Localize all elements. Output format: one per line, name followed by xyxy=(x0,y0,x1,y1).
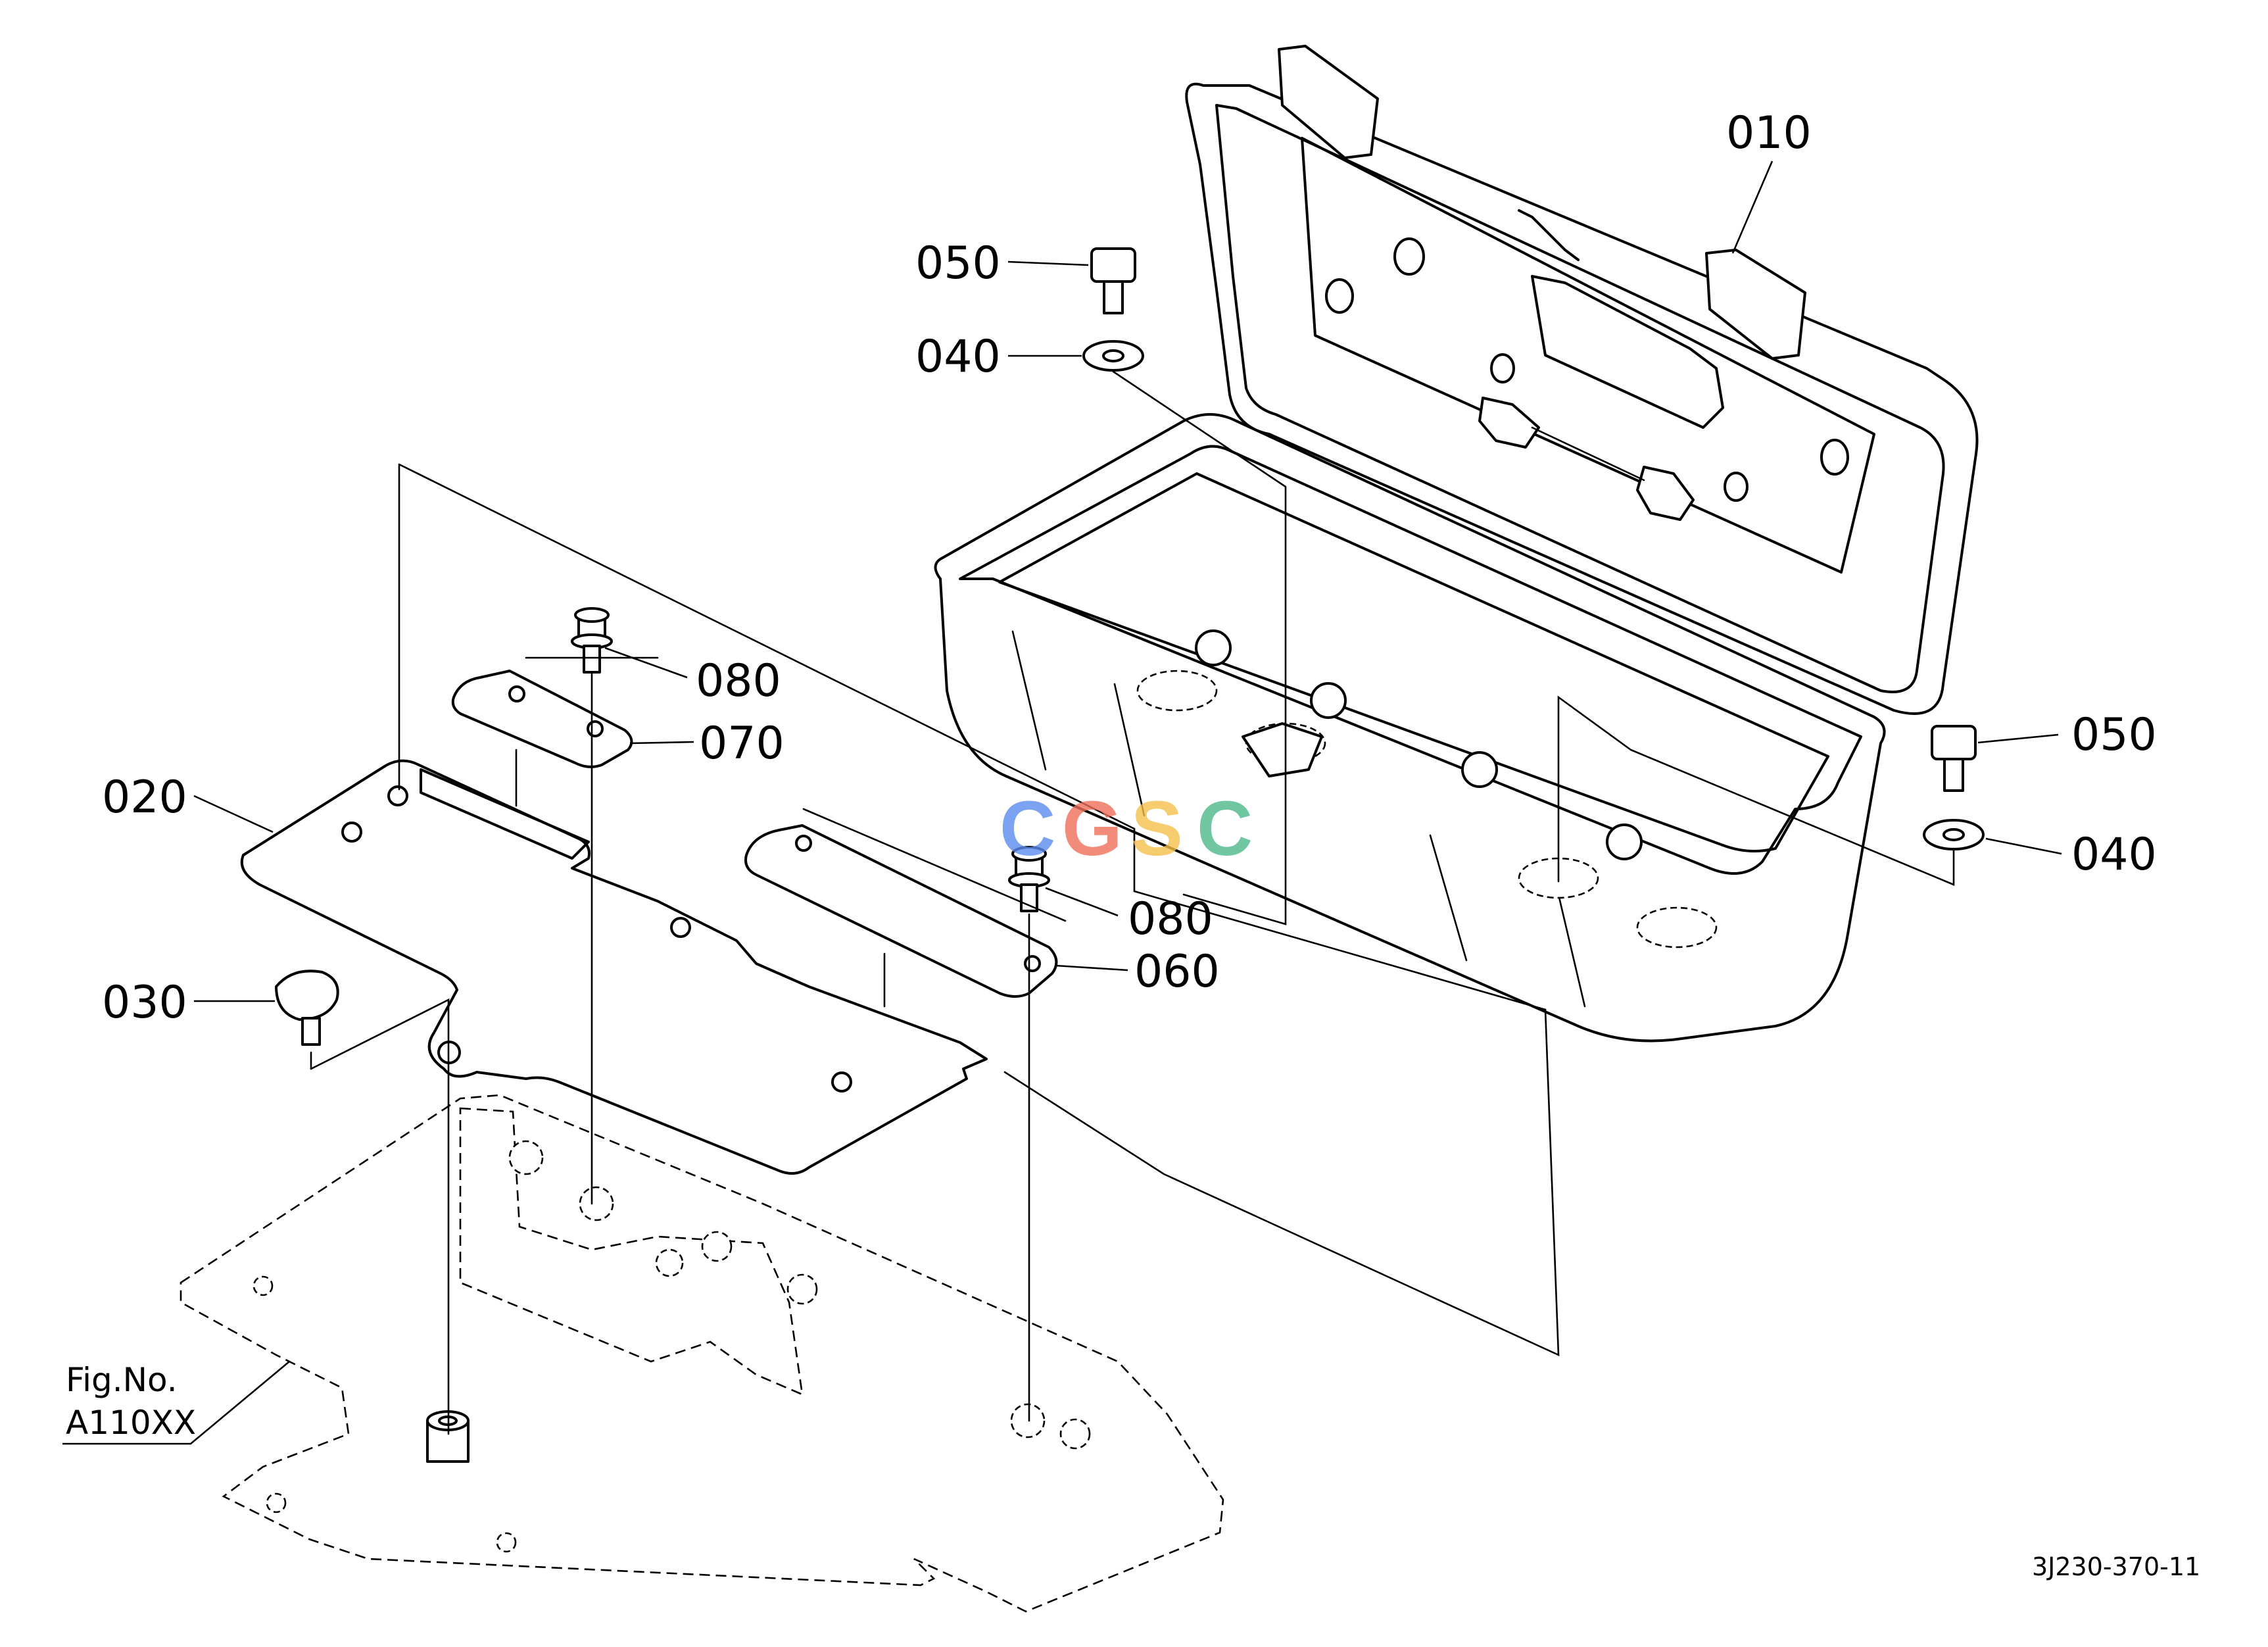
leader-020 xyxy=(193,795,274,833)
lid-boss-4 xyxy=(1820,439,1849,476)
tool-box-lid-inner-rim xyxy=(1215,104,1945,693)
guide-line-plate-060 xyxy=(802,808,1067,922)
bolt-080-upper xyxy=(571,607,613,674)
plate-070-hole-1 xyxy=(508,685,525,702)
plate-070-hole-2 xyxy=(587,720,604,737)
watermark-letter-1: C xyxy=(1000,785,1055,872)
knob-030 xyxy=(275,970,339,1046)
plate-060-hole-2 xyxy=(1024,955,1041,972)
body-latch xyxy=(1242,722,1323,777)
lid-latch-left xyxy=(1278,45,1379,159)
frame-hole-1 xyxy=(253,1275,274,1296)
leader-080-lower xyxy=(1045,887,1119,917)
bracket-hole-4 xyxy=(831,1071,852,1093)
fig-ref-line1: Fig.No. xyxy=(66,1361,178,1399)
floor-boss-3 xyxy=(1461,751,1498,788)
tool-box-lid xyxy=(1185,82,1979,715)
washer-040-right-hole xyxy=(1942,828,1965,841)
guide-line-040-box xyxy=(1112,370,1287,925)
mounting-frame-rail xyxy=(459,1107,804,1396)
bracket-hole-2 xyxy=(341,822,362,843)
body-rib-4 xyxy=(1557,893,1586,1008)
leader-010 xyxy=(1731,160,1773,254)
leader-070 xyxy=(629,741,694,745)
callout-070: 070 xyxy=(699,718,784,770)
lid-boss-3 xyxy=(1490,353,1515,383)
callout-060: 060 xyxy=(1134,946,1220,998)
bolt-050-left xyxy=(1090,247,1136,314)
lid-clip xyxy=(1518,209,1580,261)
weld-nut-2 xyxy=(579,1186,614,1221)
tool-box-rim xyxy=(959,445,1862,875)
tool-box-body xyxy=(934,413,1886,1043)
lid-boss-1 xyxy=(1393,237,1425,276)
watermark-letter-2: G xyxy=(1062,785,1122,872)
weld-nut-5 xyxy=(786,1273,818,1305)
watermark-letter-3: S xyxy=(1131,785,1183,872)
guide-line-knob-bracket xyxy=(310,998,450,1435)
bracket-020 xyxy=(240,759,988,1175)
plate-070 xyxy=(451,670,633,768)
lid-boss-5 xyxy=(1724,472,1749,502)
floor-boss-1 xyxy=(1195,629,1232,666)
leader-040-right xyxy=(1985,837,2062,855)
lid-pad-2 xyxy=(1636,466,1695,521)
floor-boss-4 xyxy=(1606,823,1643,860)
callout-010: 010 xyxy=(1726,107,1812,159)
body-rib-2 xyxy=(1113,683,1146,817)
drawing-code: 3J230-370-11 xyxy=(2032,1552,2200,1581)
bolt-050-right xyxy=(1931,725,1977,792)
frame-hole-3 xyxy=(496,1532,517,1553)
frame-hole-2 xyxy=(266,1492,287,1513)
body-rib-1 xyxy=(1011,630,1047,771)
lid-pad-1 xyxy=(1478,397,1540,449)
weld-nut-1 xyxy=(508,1140,544,1175)
hidden-boss-1 xyxy=(1136,670,1218,712)
bracket-hole-1 xyxy=(387,785,408,806)
guide-line-010-020 xyxy=(398,463,1560,1357)
plate-060 xyxy=(744,824,1058,998)
tool-box-lid-floor xyxy=(1301,137,1875,574)
weld-nut-4 xyxy=(701,1231,733,1262)
fig-ref-line2: A110XX xyxy=(66,1404,196,1442)
callout-020: 020 xyxy=(102,772,187,823)
lid-latch-right xyxy=(1705,249,1806,360)
callout-040-left: 040 xyxy=(915,331,1001,383)
leader-050-left xyxy=(1007,260,1089,266)
guide-line-040-right xyxy=(1557,695,1955,886)
weld-nut-6 xyxy=(1010,1403,1046,1438)
leader-080-upper xyxy=(604,647,688,679)
leader-050-right xyxy=(1977,733,2059,744)
callout-030: 030 xyxy=(102,977,187,1029)
mounting-frame-outline xyxy=(180,1094,1224,1613)
bolt-080-lower xyxy=(1008,846,1050,912)
hidden-boss-4 xyxy=(1636,906,1718,948)
callout-050-right: 050 xyxy=(2071,709,2157,761)
lid-brace xyxy=(1531,426,1645,481)
bracket-hole-3 xyxy=(670,917,691,938)
plate-060-hole-1 xyxy=(795,835,812,852)
body-rib-3 xyxy=(1429,834,1468,962)
weld-nut-3 xyxy=(655,1248,684,1277)
watermark-letter-4: C xyxy=(1197,785,1253,872)
weld-nut-7 xyxy=(1059,1418,1091,1450)
leader-060 xyxy=(1055,964,1128,971)
callout-040-right: 040 xyxy=(2071,829,2157,881)
bracket-flange-edge xyxy=(420,768,590,860)
lid-boss-2 xyxy=(1325,278,1354,314)
floor-boss-2 xyxy=(1310,682,1347,719)
callout-080-lower: 080 xyxy=(1128,893,1213,945)
cgsc-watermark: C G S C xyxy=(1000,785,1253,872)
callout-050-left: 050 xyxy=(915,237,1001,289)
lid-handle-recess xyxy=(1531,275,1724,429)
washer-040-left-hole xyxy=(1102,349,1124,362)
leader-fig-ref xyxy=(62,1361,290,1445)
tool-box xyxy=(934,45,1979,1043)
callout-080-upper: 080 xyxy=(696,655,781,707)
